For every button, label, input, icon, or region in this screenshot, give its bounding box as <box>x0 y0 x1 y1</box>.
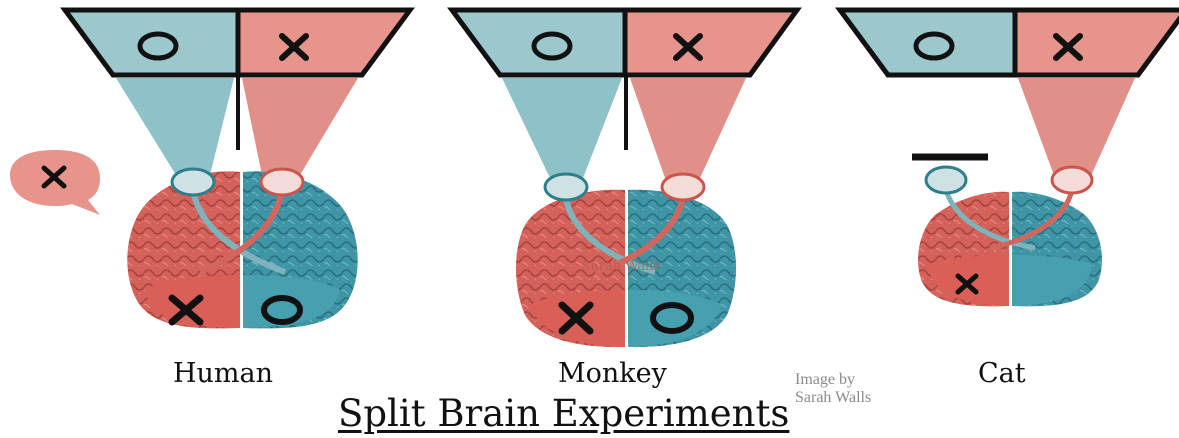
monkey-right-eye <box>662 174 704 200</box>
cat-left-field <box>840 10 1015 75</box>
cat-red-beam <box>1018 78 1135 178</box>
monkey-visual-field <box>452 10 797 75</box>
monkey-red-beam <box>630 78 746 178</box>
cat-right-field <box>1015 10 1179 75</box>
cat-left-eye <box>926 167 966 193</box>
page-title: Split Brain Experiments <box>338 392 789 435</box>
human-left-field <box>65 10 238 75</box>
human-panel <box>10 10 410 328</box>
monkey-brain: Sarah Walls <box>516 174 736 347</box>
human-brain <box>127 169 357 328</box>
human-right-field <box>238 10 410 75</box>
cat-panel <box>840 10 1179 306</box>
cat-label: Cat <box>978 358 1026 389</box>
cat-right-eye <box>1052 167 1092 193</box>
cat-visual-field <box>840 10 1179 75</box>
image-credit: Image by Sarah Walls <box>795 371 945 407</box>
credit-line-2: Sarah Walls <box>795 389 945 407</box>
human-visual-field <box>65 10 410 75</box>
cat-brain <box>918 167 1102 306</box>
monkey-teal-beam <box>502 78 622 178</box>
human-teal-beam <box>116 78 234 175</box>
human-left-eye <box>172 169 214 195</box>
human-red-beam <box>242 78 358 175</box>
monkey-right-field <box>625 10 797 75</box>
monkey-panel: Sarah Walls <box>452 10 797 347</box>
monkey-label: Monkey <box>558 358 667 389</box>
human-right-eye <box>261 169 303 195</box>
credit-line-1: Image by <box>795 371 945 389</box>
human-label: Human <box>173 358 273 389</box>
monkey-left-field <box>452 10 625 75</box>
monkey-left-eye <box>545 174 587 200</box>
brain-watermark: Sarah Walls <box>582 259 660 274</box>
human-speech-bubble <box>10 150 100 215</box>
